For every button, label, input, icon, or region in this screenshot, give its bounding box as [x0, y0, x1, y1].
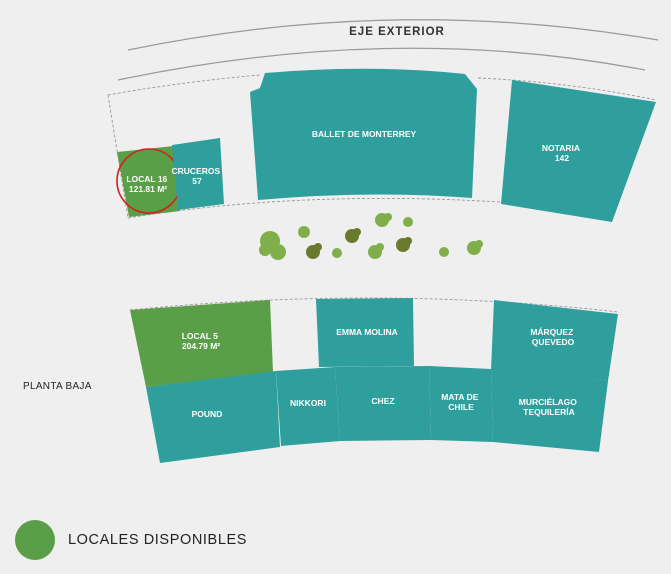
- road-outer-line: [127, 19, 659, 51]
- tree-icon: [368, 243, 384, 259]
- svg-text:MURCIÉLAGO TEQUILERÍA: MURCIÉLAGO TEQUILERÍA: [519, 397, 579, 417]
- legend: LOCALES DISPONIBLES: [15, 520, 247, 560]
- lower-block-outline: [129, 297, 619, 313]
- unit-chez-line1: CHEZ: [371, 396, 394, 406]
- unit-cruceros-line2: 57: [192, 176, 202, 186]
- unit-murcielago-line2: TEQUILERÍA: [523, 407, 574, 417]
- unit-nikkori[interactable]: NIKKORI: [276, 367, 340, 446]
- tree-icon: [298, 226, 310, 238]
- unit-cruceros[interactable]: CRUCEROS 57: [171, 138, 224, 210]
- svg-text:CRUCEROS 57: CRUCEROS 57: [171, 166, 222, 186]
- unit-notaria[interactable]: NOTARIA 142: [501, 80, 656, 222]
- tree-group: [259, 213, 483, 260]
- unit-ballet[interactable]: BALLET DE MONTERREY: [250, 68, 477, 200]
- unit-pound-line1: POUND: [192, 409, 223, 419]
- unit-mata-de-chile-line1: MATA DE: [441, 392, 478, 402]
- unit-ballet-line1: BALLET DE MONTERREY: [312, 129, 417, 139]
- road-inner-line: [117, 47, 646, 81]
- svg-text:NIKKORI: NIKKORI: [290, 398, 326, 408]
- unit-local-5[interactable]: LOCAL 5 204.79 M²: [130, 300, 273, 387]
- svg-text:MÁRQUEZ QUEVEDO: MÁRQUEZ QUEVEDO: [530, 327, 575, 347]
- tree-icon: [306, 243, 322, 259]
- svg-text:MATA DE CHILE: MATA DE CHILE: [441, 392, 481, 412]
- unit-marquez-quevedo-line1: MÁRQUEZ: [530, 327, 573, 337]
- unit-emma-molina[interactable]: EMMA MOLINA: [316, 298, 414, 367]
- unit-notaria-line2: 142: [555, 153, 569, 163]
- floor-label: PLANTA BAJA: [23, 381, 92, 392]
- unit-pound[interactable]: POUND: [146, 371, 280, 463]
- unit-local-16-line2: 121.81 M²: [129, 184, 167, 194]
- svg-text:LOCAL 5 204.79 M²: LOCAL 5 204.79 M²: [182, 331, 221, 351]
- unit-chez[interactable]: CHEZ: [335, 366, 431, 441]
- svg-text:POUND: POUND: [192, 409, 223, 419]
- tree-icon: [345, 228, 361, 243]
- svg-text:NOTARIA 142: NOTARIA 142: [542, 143, 582, 163]
- unit-marquez-quevedo[interactable]: MÁRQUEZ QUEVEDO: [491, 300, 618, 381]
- unit-local-5-line2: 204.79 M²: [182, 341, 220, 351]
- unit-local-16-line1: LOCAL 16: [126, 174, 167, 184]
- tree-icon: [332, 248, 342, 258]
- unit-murcielago[interactable]: MURCIÉLAGO TEQUILERÍA: [491, 369, 608, 452]
- tree-icon: [403, 217, 413, 227]
- unit-nikkori-line1: NIKKORI: [290, 398, 326, 408]
- svg-text:CHEZ: CHEZ: [371, 396, 394, 406]
- unit-mata-de-chile-line2: CHILE: [448, 402, 474, 412]
- svg-text:BALLET DE MONTERREY: BALLET DE MONTERREY: [312, 129, 417, 139]
- unit-local-5-line1: LOCAL 5: [182, 331, 218, 341]
- unit-marquez-quevedo-line2: QUEVEDO: [532, 337, 575, 347]
- unit-emma-molina-line1: EMMA MOLINA: [336, 327, 398, 337]
- tree-icon: [439, 247, 449, 257]
- legend-swatch: [15, 520, 55, 560]
- unit-mata-de-chile[interactable]: MATA DE CHILE: [429, 366, 493, 442]
- svg-text:LOCAL 16 121.81 M²: LOCAL 16 121.81 M²: [126, 174, 169, 194]
- unit-local-16[interactable]: LOCAL 16 121.81 M²: [116, 146, 182, 217]
- tree-icon: [259, 231, 286, 260]
- tree-icon: [396, 237, 412, 252]
- unit-notaria-line1: NOTARIA: [542, 143, 580, 153]
- legend-label: LOCALES DISPONIBLES: [68, 532, 248, 548]
- svg-text:EMMA MOLINA: EMMA MOLINA: [336, 327, 398, 337]
- tree-icon: [375, 213, 392, 227]
- unit-murcielago-line1: MURCIÉLAGO: [519, 397, 577, 407]
- tree-icon: [467, 240, 483, 255]
- unit-cruceros-line1: CRUCEROS: [171, 166, 220, 176]
- road-label: EJE EXTERIOR: [349, 26, 445, 38]
